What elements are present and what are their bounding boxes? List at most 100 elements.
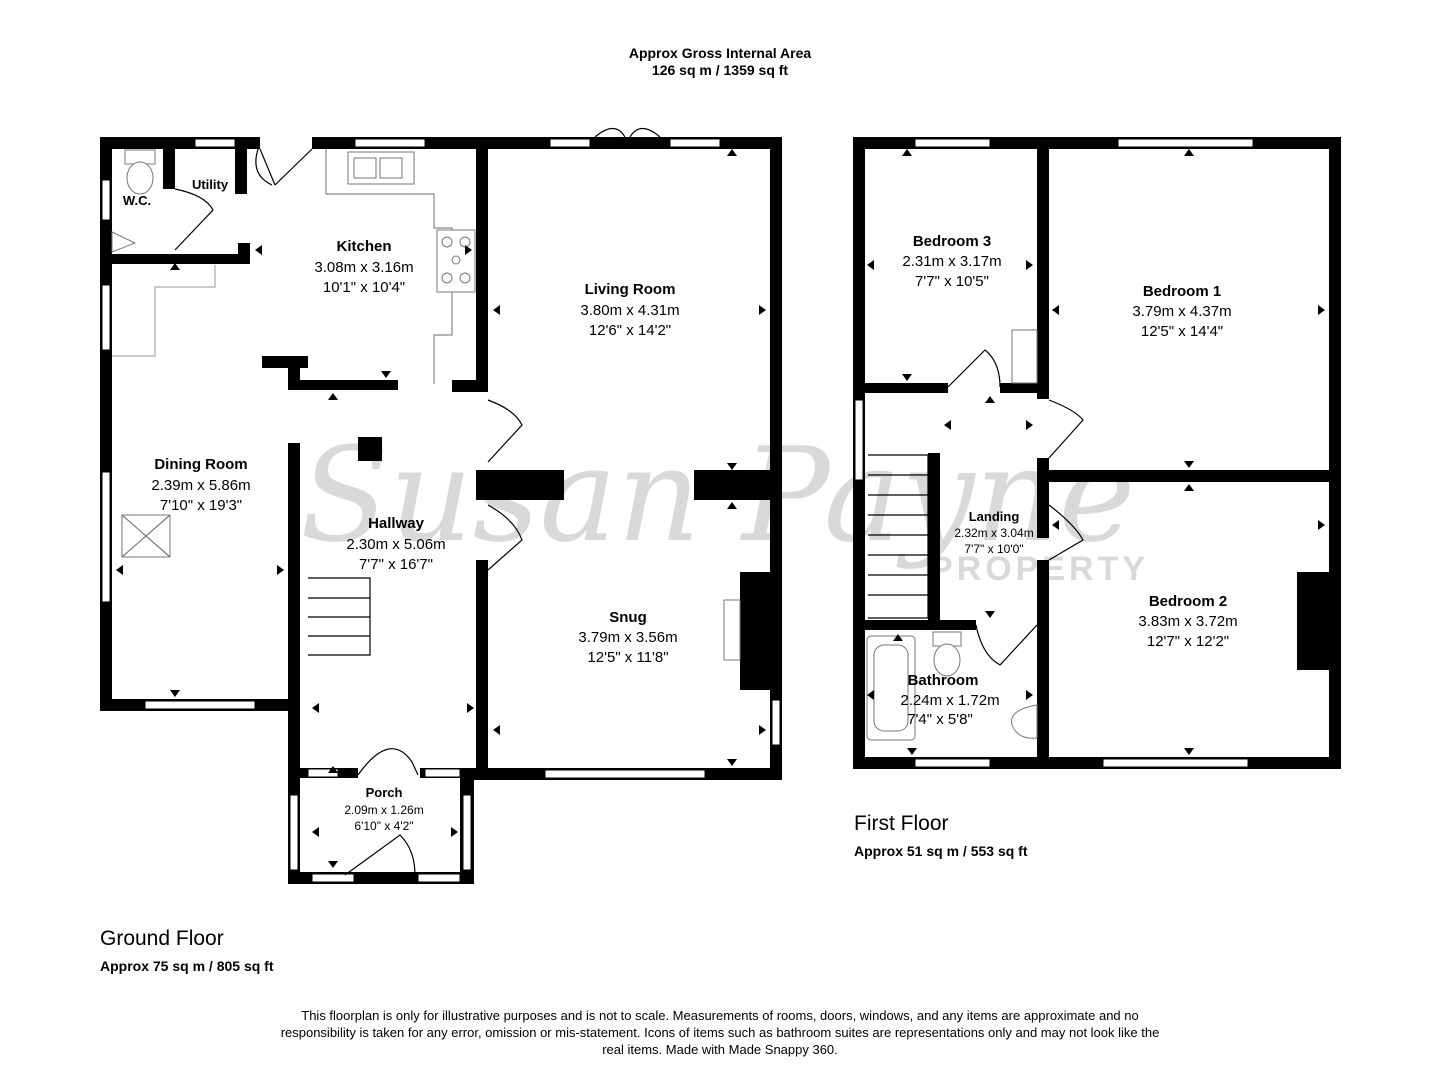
measurement-arrow xyxy=(727,502,737,509)
window xyxy=(194,138,236,148)
window xyxy=(144,700,256,710)
wall xyxy=(1329,137,1341,769)
wall xyxy=(476,137,488,392)
wall xyxy=(1037,470,1341,482)
measurement-arrow xyxy=(1026,420,1033,430)
measurement-arrow xyxy=(312,827,319,837)
measurement-arrow xyxy=(465,245,472,255)
room-labels-first: Bedroom 3 2.31m x 3.17m 7'7" x 10'5" Bed… xyxy=(900,233,1237,728)
measurement-arrow xyxy=(1184,748,1194,755)
window xyxy=(354,138,426,148)
pillar xyxy=(358,437,382,461)
wall xyxy=(238,243,250,264)
gross-area-value: 126 sq m / 1359 sq ft xyxy=(651,62,789,78)
room-label-hallway: Hallway xyxy=(368,515,425,532)
staircase xyxy=(308,577,371,656)
room-dim-metric-bedroom-2: 3.83m x 3.72m xyxy=(1138,613,1237,630)
window xyxy=(101,284,111,351)
measurement-arrow xyxy=(1052,520,1059,530)
wall xyxy=(100,137,112,711)
door-swing xyxy=(259,148,313,186)
room-labels-ground: W.C. Utility Kitchen 3.08m x 3.16m 10'1"… xyxy=(123,177,680,833)
fireplace-hearth xyxy=(723,599,741,661)
toilet-bowl xyxy=(933,643,961,677)
room-dim-metric-bedroom-1: 3.79m x 4.37m xyxy=(1132,303,1231,320)
room-dim-imperial-landing: 7'7" x 10'0" xyxy=(964,542,1023,556)
measurement-arrow xyxy=(1318,305,1325,315)
window xyxy=(914,138,991,148)
measurement-arrow xyxy=(944,420,951,430)
wall xyxy=(262,356,308,368)
room-label-bedroom-2: Bedroom 2 xyxy=(1149,593,1227,610)
measurement-arrow xyxy=(312,703,319,713)
window xyxy=(669,138,721,148)
measurement-arrow xyxy=(328,393,338,400)
gross-area-title: Approx Gross Internal Area xyxy=(628,45,812,61)
wall xyxy=(1037,137,1049,399)
room-label-kitchen: Kitchen xyxy=(336,238,391,255)
sink-bowl xyxy=(379,157,403,179)
wall xyxy=(235,149,247,194)
ground-floor-title: Ground Floor xyxy=(100,927,224,950)
wc-basin xyxy=(111,231,137,253)
wall xyxy=(312,137,782,149)
room-dim-imperial-bedroom-3: 7'7" x 10'5" xyxy=(915,273,989,290)
measurement-arrow xyxy=(493,725,500,735)
room-dim-metric-landing: 2.32m x 3.04m xyxy=(954,526,1033,540)
wall xyxy=(853,620,976,630)
measurement-arrow xyxy=(902,149,912,156)
wall xyxy=(1037,560,1049,769)
measurement-arrow xyxy=(467,703,474,713)
measurement-arrow xyxy=(381,371,391,378)
measurement-arrow xyxy=(1052,305,1059,315)
first-floor-title: First Floor xyxy=(854,812,949,835)
window xyxy=(424,768,461,778)
hob-ring xyxy=(441,236,453,248)
measurement-arrow xyxy=(985,396,995,403)
room-label-porch: Porch xyxy=(366,785,403,800)
room-label-landing: Landing xyxy=(969,509,1020,524)
measurement-arrow xyxy=(277,565,284,575)
measurement-arrow xyxy=(1184,484,1194,491)
window xyxy=(549,138,591,148)
measurement-arrow xyxy=(451,827,458,837)
wall xyxy=(288,443,300,711)
measurement-arrow xyxy=(116,565,123,575)
room-dim-imperial-living-room: 12'6" x 14'2" xyxy=(589,322,671,339)
window xyxy=(914,758,991,768)
measurement-arrow xyxy=(727,149,737,156)
measurement-arrow xyxy=(759,305,766,315)
wall xyxy=(1000,383,1049,393)
wall xyxy=(163,149,175,189)
door-swing xyxy=(487,504,523,571)
measurement-arrow xyxy=(1184,149,1194,156)
door-swing xyxy=(1048,504,1084,561)
window xyxy=(771,699,781,746)
kitchen-worktop xyxy=(325,149,453,384)
room-label-bedroom-3: Bedroom 3 xyxy=(913,233,991,250)
window xyxy=(1102,758,1249,768)
measurement-arrow xyxy=(328,861,338,868)
disclaimer-text: This floorplan is only for illustrative … xyxy=(280,1008,1160,1057)
wall xyxy=(452,380,488,392)
hob-ring xyxy=(441,272,453,284)
staircase xyxy=(868,454,929,619)
skylight-cross xyxy=(121,514,171,558)
measurement-arrow xyxy=(170,263,180,270)
measurement-arrow xyxy=(907,748,917,755)
window xyxy=(1117,138,1254,148)
french-doors xyxy=(594,127,661,138)
wall xyxy=(853,383,948,393)
cupboard xyxy=(1011,329,1038,384)
wall xyxy=(476,560,488,780)
room-dim-metric-hallway: 2.30m x 5.06m xyxy=(346,536,445,553)
room-label-dining-room: Dining Room xyxy=(154,456,247,473)
room-dim-imperial-kitchen: 10'1" x 10'4" xyxy=(323,279,405,296)
measurement-arrow xyxy=(328,766,338,773)
ground-floor-plan xyxy=(100,127,782,884)
dining-unit xyxy=(112,265,216,357)
room-dim-imperial-hallway: 7'7" x 16'7" xyxy=(359,556,433,573)
wall xyxy=(770,137,782,780)
bath-inner xyxy=(873,644,909,732)
